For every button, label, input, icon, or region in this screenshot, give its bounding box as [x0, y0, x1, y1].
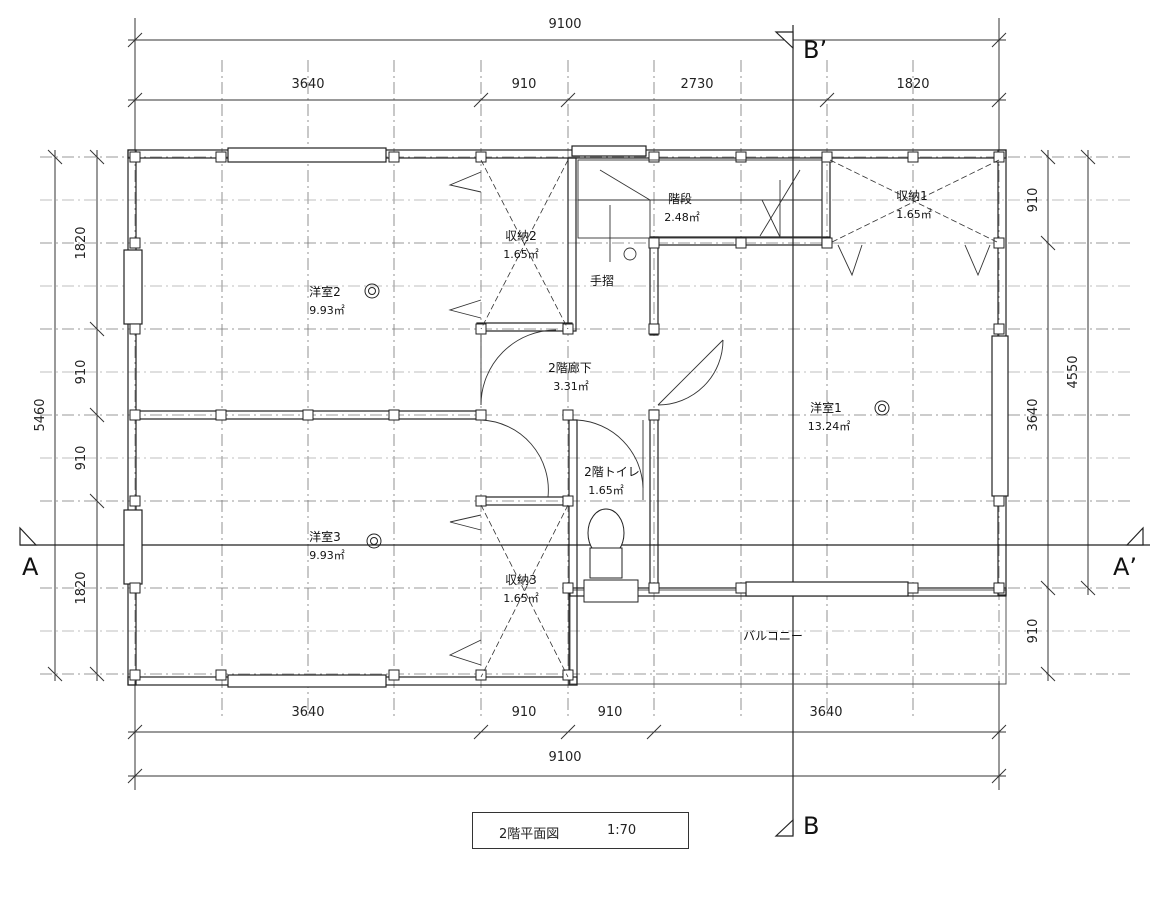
dim-bottom-1: 3640	[291, 705, 324, 720]
dim-right-total: 4550	[1066, 355, 1081, 388]
columns	[129, 151, 1005, 681]
dim-right-2: 3640	[1026, 398, 1041, 431]
light-fixtures	[364, 283, 890, 549]
dimension-lines	[47, 18, 1096, 790]
room-shuno2-name: 収納2	[505, 229, 537, 243]
section-labels: A A’ B’ B	[22, 36, 1137, 840]
dim-top-3: 2730	[680, 77, 713, 92]
room-youshitsu1-name: 洋室1	[810, 400, 842, 415]
room-shuno1-name: 収納1	[896, 189, 928, 203]
dim-bottom-3: 910	[598, 705, 623, 720]
section-a-prime-label: A’	[1113, 553, 1137, 581]
dim-top-2: 910	[512, 77, 537, 92]
dim-right-1: 910	[1026, 188, 1041, 213]
drawing-title-box: 2階平面図 1:70	[472, 812, 689, 849]
section-b-label: B	[803, 812, 819, 840]
room-rouka-area: 3.31㎡	[553, 380, 589, 393]
dim-left-total: 5460	[33, 398, 48, 431]
toilet-fixture	[583, 508, 639, 603]
room-shuno2-area: 1.65㎡	[503, 248, 539, 261]
room-youshitsu2-name: 洋室2	[309, 284, 341, 299]
room-youshitsu1-area: 13.24㎡	[808, 420, 851, 433]
section-a-label: A	[22, 553, 39, 581]
room-toilet-area: 1.65㎡	[588, 484, 624, 497]
closet-diagonals	[480, 159, 1000, 678]
dim-left-4: 1820	[74, 571, 89, 604]
tesuri-label: 手摺	[590, 273, 614, 288]
dim-top-total: 9100	[548, 17, 581, 32]
drawing-scale: 1:70	[607, 823, 637, 838]
dim-right-3: 910	[1026, 619, 1041, 644]
closet-door-marks	[448, 171, 991, 666]
room-toilet-name: 2階トイレ	[584, 464, 640, 479]
room-youshitsu3-name: 洋室3	[309, 529, 341, 544]
door-swings	[480, 329, 724, 500]
room-shuno1-area: 1.65㎡	[896, 208, 932, 221]
dim-left-3: 910	[74, 446, 89, 471]
dim-left-1: 1820	[74, 226, 89, 259]
section-b-prime-label: B’	[803, 36, 827, 64]
dim-top-4: 1820	[896, 77, 929, 92]
room-balcony-name: バルコニー	[743, 629, 803, 643]
room-kaidan-name: 階段	[668, 191, 692, 206]
room-rouka-name: 2階廊下	[548, 360, 592, 375]
room-shuno3-name: 収納3	[505, 573, 537, 587]
drawing-title: 2階平面図	[499, 827, 560, 842]
dim-bottom-total: 9100	[548, 750, 581, 765]
stairs-drawing	[577, 159, 823, 262]
room-youshitsu2-area: 9.93㎡	[309, 304, 345, 317]
dim-bottom-4: 3640	[809, 705, 842, 720]
dim-bottom-2: 910	[512, 705, 537, 720]
room-shuno3-area: 1.65㎡	[503, 592, 539, 605]
room-kaidan-area: 2.48㎡	[664, 211, 700, 224]
dim-left-2: 910	[74, 360, 89, 385]
room-labels: 洋室2 9.93㎡ 洋室3 9.93㎡ 洋室1 13.24㎡ 収納2 1.65㎡…	[309, 189, 932, 643]
dim-top-1: 3640	[291, 77, 324, 92]
room-youshitsu3-area: 9.93㎡	[309, 549, 345, 562]
dimension-labels: 9100 3640 910 2730 1820 3640 910 910 364…	[33, 17, 1081, 765]
